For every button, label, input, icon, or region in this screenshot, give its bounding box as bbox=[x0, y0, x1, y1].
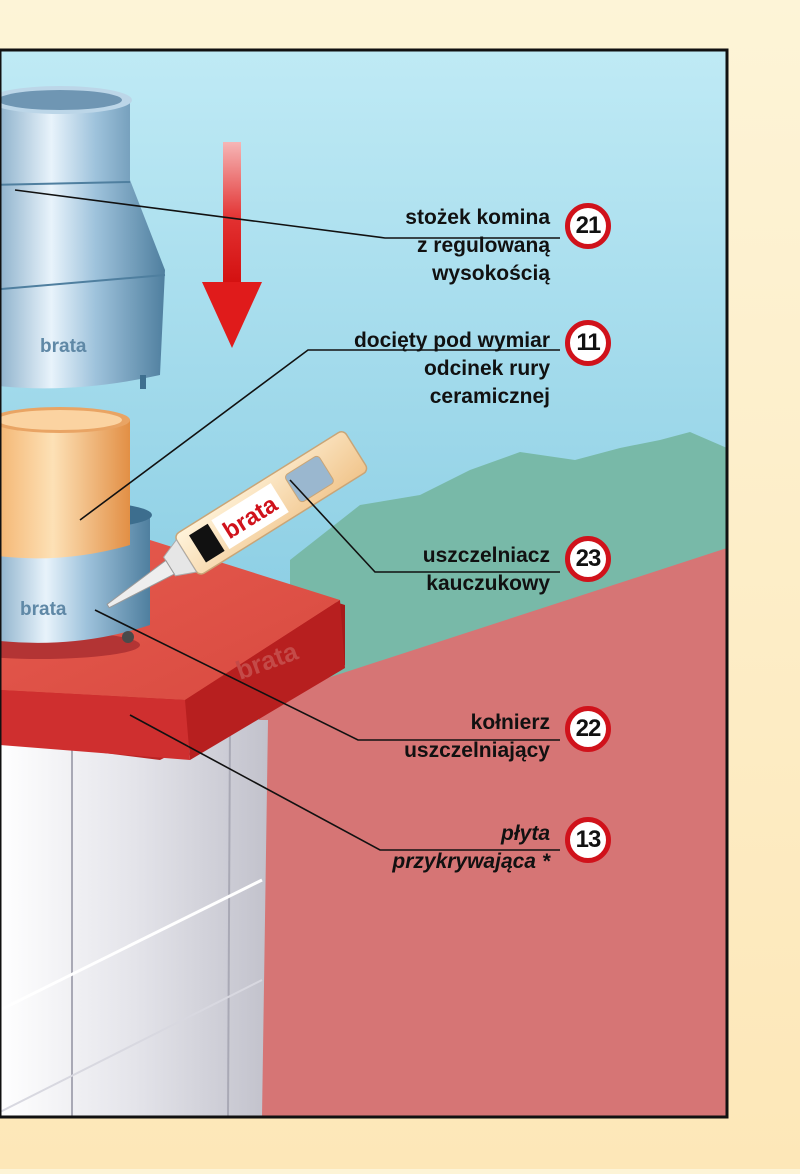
callout-13-label: płyta przykrywająca * bbox=[392, 820, 550, 876]
callout-21-line-3: wysokością bbox=[432, 262, 550, 285]
leader-13 bbox=[129, 714, 560, 851]
callout-11-line-2: odcinek rury bbox=[423, 357, 550, 380]
picture-frame bbox=[0, 48, 729, 1119]
roof-surface bbox=[240, 548, 727, 1117]
cone-logo: brata bbox=[40, 336, 87, 357]
callout-23-line-1: uszczelniacz bbox=[422, 544, 550, 567]
leader-23 bbox=[289, 479, 560, 573]
callout-13-line-2: przykrywająca * bbox=[392, 850, 550, 873]
callout-22-line-2: uszczelniający bbox=[404, 739, 550, 762]
callout-21-line-2: z regulowaną bbox=[416, 234, 550, 257]
callout-23-badge: 23 bbox=[565, 536, 611, 582]
callout-22-label: kołnierz uszczelniający bbox=[404, 709, 550, 765]
flange-logo: brata bbox=[20, 599, 67, 620]
leader-21 bbox=[14, 189, 560, 239]
callout-21-line-1: stożek komina bbox=[405, 206, 550, 229]
callout-22-badge: 22 bbox=[565, 706, 611, 752]
chimney-blocks bbox=[0, 720, 268, 1118]
down-arrow bbox=[202, 142, 262, 348]
callout-21-label: stożek komina z regulowaną wysokością bbox=[405, 204, 550, 288]
callout-13-line-1: płyta bbox=[500, 822, 550, 845]
ceramic-pipe bbox=[0, 407, 130, 559]
callout-11-label: docięty pod wymiar odcinek rury ceramicz… bbox=[354, 327, 550, 411]
callout-13-badge: 13 bbox=[565, 817, 611, 863]
chimney-cone: brata bbox=[0, 86, 166, 389]
callout-23-line-2: kauczukowy bbox=[426, 572, 550, 595]
callout-11-line-3: ceramicznej bbox=[429, 385, 550, 408]
leader-11 bbox=[79, 349, 560, 521]
callout-22-line-1: kołnierz bbox=[470, 711, 550, 734]
callout-11-line-1: docięty pod wymiar bbox=[353, 329, 550, 352]
callout-21-badge: 21 bbox=[565, 203, 611, 249]
callout-11-badge: 11 bbox=[565, 320, 611, 366]
leader-22 bbox=[94, 609, 560, 741]
leader-lines bbox=[14, 189, 560, 851]
callout-23-label: uszczelniacz kauczukowy bbox=[423, 542, 550, 598]
